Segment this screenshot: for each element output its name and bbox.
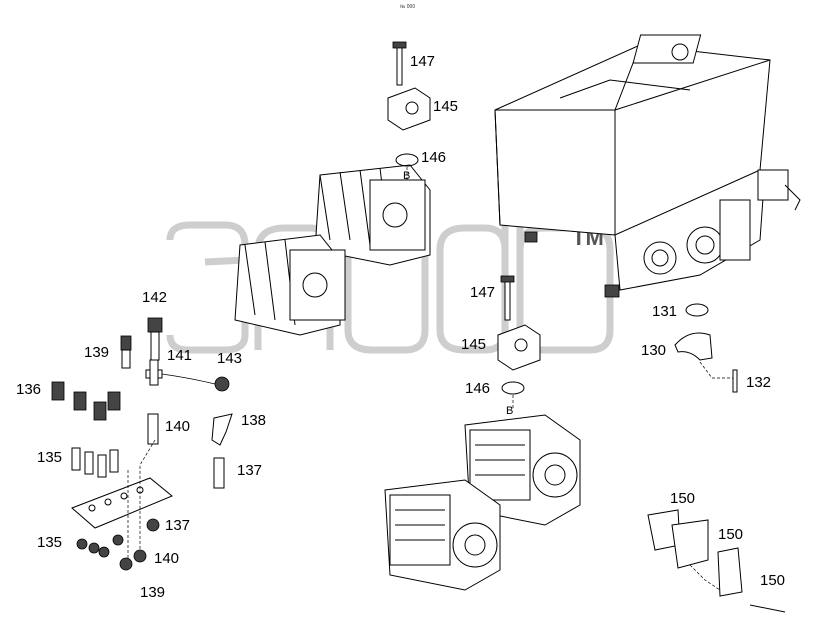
callout-139-upper: 139 xyxy=(84,344,109,361)
callout-141: 141 xyxy=(167,347,192,364)
callout-137-upper: 137 xyxy=(237,462,262,479)
upper-flange-set xyxy=(387,41,431,182)
callout-147-lower: 147 xyxy=(470,284,495,301)
callout-139-lower: 139 xyxy=(140,584,165,601)
tank-flange-set xyxy=(674,303,738,393)
callout-131: 131 xyxy=(652,303,677,320)
callout-150-bottom: 150 xyxy=(760,572,785,589)
callout-137-lower: 137 xyxy=(165,517,190,534)
callout-146-lower: 146 xyxy=(465,380,490,397)
callout-145-upper: 145 xyxy=(433,98,458,115)
callout-140-lower: 140 xyxy=(154,550,179,567)
callout-150-middle: 150 xyxy=(718,526,743,543)
callout-145-lower: 145 xyxy=(461,336,486,353)
upper-pump-assembly xyxy=(234,164,431,336)
callout-140-upper: 140 xyxy=(165,418,190,435)
callout-150-top: 150 xyxy=(670,490,695,507)
callout-136: 136 xyxy=(16,381,41,398)
callout-labels: 147 145 146 B 147 145 146 B 131 130 132 … xyxy=(16,53,785,601)
callout-132: 132 xyxy=(746,374,771,391)
callout-138: 138 xyxy=(241,412,266,429)
clamp-set xyxy=(647,509,786,613)
callout-142: 142 xyxy=(142,289,167,306)
callout-147-upper: 147 xyxy=(410,53,435,70)
callout-135-upper: 135 xyxy=(37,449,62,466)
corner-code: № 000 xyxy=(400,4,415,10)
callout-b-lower: B xyxy=(506,405,513,417)
callout-135-lower: 135 xyxy=(37,534,62,551)
callout-b-upper: B xyxy=(403,170,410,182)
lower-flange-set xyxy=(497,275,541,410)
callout-130: 130 xyxy=(641,342,666,359)
fittings-group xyxy=(51,317,233,571)
callout-146-upper: 146 xyxy=(421,149,446,166)
hydraulic-tank xyxy=(494,34,801,298)
lower-pump-assembly xyxy=(384,414,581,591)
callout-143: 143 xyxy=(217,350,242,367)
